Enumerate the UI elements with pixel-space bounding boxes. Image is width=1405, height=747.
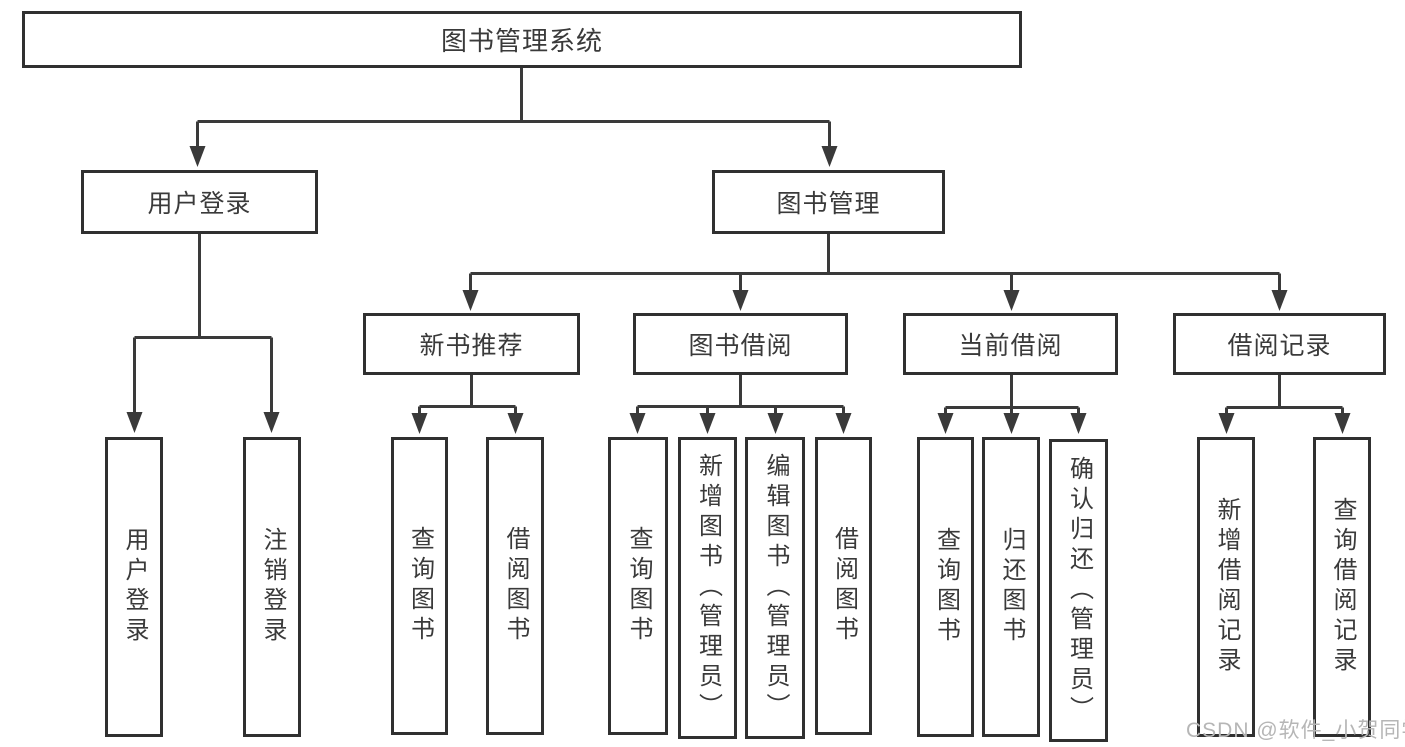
arrowhead-down (821, 146, 838, 167)
leaf-query-books-borrowing: 查询图书 (608, 437, 668, 735)
leaf-query-books-current: 查询图书 (917, 437, 974, 737)
connector-line (418, 375, 517, 414)
connector-user-login-to-leaves (126, 234, 280, 433)
leaf-query-books-recommend: 查询图书 (391, 437, 448, 735)
connector-new-book-recommend-to-leaves (411, 375, 524, 434)
leaf-query-borrow-record: 查询借阅记录 (1313, 437, 1371, 737)
arrowhead-down (1070, 413, 1087, 434)
node-book-borrowing: 图书借阅 (633, 313, 848, 375)
arrowhead-down (1003, 413, 1020, 434)
connector-root-to-level2 (189, 68, 838, 167)
leaf-borrow-books-borrowing: 借阅图书 (815, 437, 872, 735)
leaf-logout-login: 注销登录 (243, 437, 301, 737)
node-current-borrowing: 当前借阅 (903, 313, 1118, 375)
connector-line (133, 234, 273, 414)
leaf-confirm-return-admin: 确认归还（管理员） (1049, 439, 1108, 742)
leaf-borrow-books-recommend: 借阅图书 (486, 437, 544, 735)
arrowhead-down (835, 413, 852, 434)
connector-borrowing-records-to-leaves (1218, 375, 1351, 434)
arrowhead-down (1218, 413, 1235, 434)
csdn-watermark: CSDN @软件_小贺同学 (1186, 719, 1405, 742)
node-library-system: 图书管理系统 (22, 11, 1022, 68)
connector-book-management-to-level3 (462, 234, 1288, 311)
leaf-add-books-admin: 新增图书（管理员） (678, 437, 737, 739)
arrowhead-down (732, 290, 749, 311)
connector-line (469, 234, 1281, 292)
leaf-add-borrow-record: 新增借阅记录 (1197, 437, 1255, 737)
arrowhead-down (937, 413, 954, 434)
leaf-return-books: 归还图书 (982, 437, 1040, 737)
arrowhead-down (462, 290, 479, 311)
connector-line (196, 68, 831, 148)
arrowhead-down (1334, 413, 1351, 434)
connector-line (1225, 375, 1344, 414)
arrowhead-down (629, 413, 646, 434)
arrowhead-down (411, 413, 428, 434)
node-user-login: 用户登录 (81, 170, 318, 234)
arrowhead-down (767, 413, 784, 434)
arrowhead-down (189, 146, 206, 167)
arrowhead-down (1003, 290, 1020, 311)
arrowhead-down (507, 413, 524, 434)
node-new-book-recommend: 新书推荐 (363, 313, 580, 375)
connector-line (636, 375, 845, 414)
arrowhead-down (126, 412, 143, 433)
connector-book-borrowing-to-leaves (629, 375, 852, 434)
leaf-edit-books-admin: 编辑图书（管理员） (745, 437, 805, 739)
node-borrowing-records: 借阅记录 (1173, 313, 1386, 375)
arrowhead-down (1271, 290, 1288, 311)
connector-current-borrowing-to-leaves (937, 375, 1087, 434)
connector-line (944, 375, 1080, 414)
arrowhead-down (699, 413, 716, 434)
arrowhead-down (263, 412, 280, 433)
leaf-user-login: 用户登录 (105, 437, 163, 737)
node-book-management: 图书管理 (712, 170, 945, 234)
